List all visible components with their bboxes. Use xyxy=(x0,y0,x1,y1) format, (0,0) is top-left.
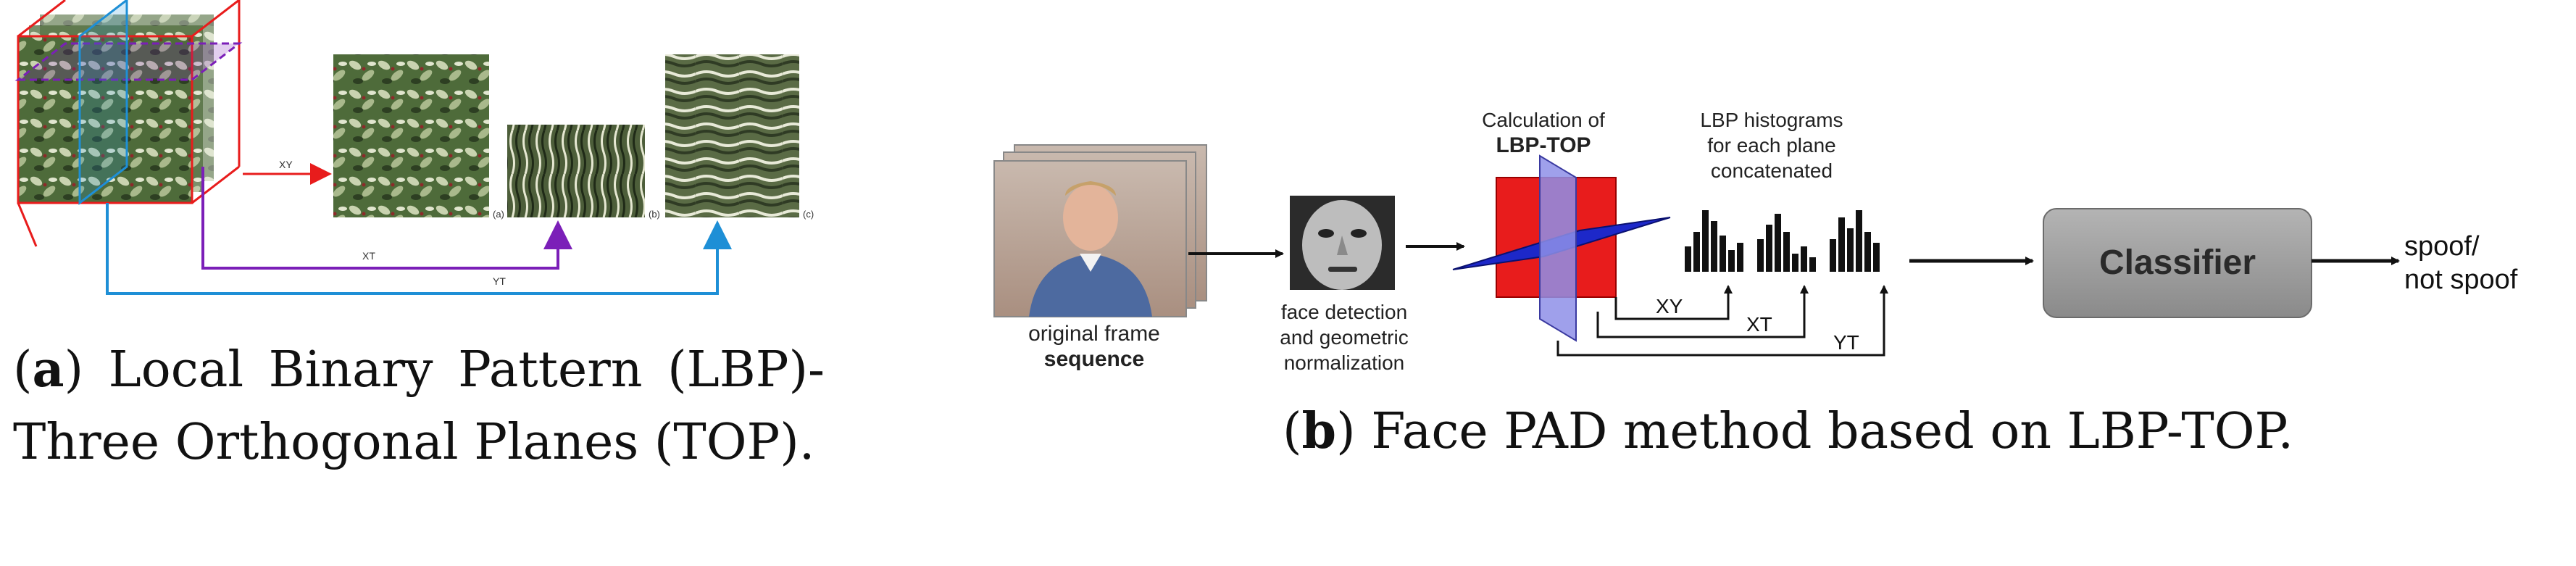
output-label-line-2: not spoof xyxy=(2404,265,2518,295)
classifier-box xyxy=(2043,208,2312,318)
caption-a: (a) Local Binary Pattern (LBP)-Three Ort… xyxy=(13,341,825,471)
shirt xyxy=(1029,254,1152,317)
panel-a-lbp-top: (a) (b) (c) XY XT YT (a) Local Binary Pa… xyxy=(0,0,855,566)
normalized-face xyxy=(1290,196,1395,290)
xt-plane-image xyxy=(507,125,645,217)
xt-arrow xyxy=(201,167,572,270)
hist-label-line-3: concatenated xyxy=(1711,159,1833,182)
yt-arrow-label: YT xyxy=(493,275,506,287)
caption-b-text: Face PAD method based on LBP-TOP. xyxy=(1371,403,2294,460)
video-volume-stack xyxy=(14,0,243,247)
original-frame-label-line-2: sequence xyxy=(1044,347,1144,371)
caption-b: (b) Face PAD method based on LBP-TOP. xyxy=(1283,402,2294,460)
panel-b-face-pad-pipeline: original frame sequence face detection a… xyxy=(942,0,2576,566)
calc-label-line-2: LBP-TOP xyxy=(1496,133,1591,157)
yt-connector-label: YT xyxy=(1833,331,1859,354)
pad-pipeline-diagram: original frame sequence face detection a… xyxy=(993,109,2518,374)
frame-label-a: (a) xyxy=(493,209,504,220)
xt-connector-label: XT xyxy=(1746,313,1772,336)
yt-plane-image xyxy=(665,54,799,217)
caption-a-text: Local Binary Pattern (LBP)-Three Orthogo… xyxy=(13,341,825,471)
xt-arrow-label: XT xyxy=(362,250,375,262)
yt-plane xyxy=(78,0,128,206)
face-in-frame xyxy=(1063,184,1118,251)
xy-plane-image xyxy=(333,54,489,217)
output-label-line-1: spoof/ xyxy=(2404,231,2480,262)
frame-label-b: (b) xyxy=(649,209,660,220)
xy-arrow-label: XY xyxy=(279,159,293,170)
xt-plane xyxy=(14,42,243,81)
hist-label-line-2: for each plane xyxy=(1707,134,1835,157)
original-frame-stack xyxy=(993,144,1207,317)
lbp-top-planes xyxy=(1452,154,1671,342)
calc-label-line-1: Calculation of xyxy=(1482,109,1605,131)
classifier-label: Classifier xyxy=(2099,244,2256,282)
face-label-line-1: face detection xyxy=(1281,301,1407,323)
hist-label-line-1: LBP histograms xyxy=(1700,109,1843,131)
xy-connector-label: XY xyxy=(1656,295,1683,317)
histogram-yt xyxy=(1830,210,1880,272)
histogram-xt xyxy=(1757,214,1816,272)
caption-b-letter: b xyxy=(1301,402,1337,460)
frame-label-c: (c) xyxy=(803,209,814,220)
volume-front-face xyxy=(17,35,193,204)
face-label-line-2: and geometric xyxy=(1280,326,1408,349)
original-frame-label-line-1: original frame xyxy=(1028,322,1160,346)
yt-connector xyxy=(1556,285,1888,357)
yt-plane-violet xyxy=(1539,154,1577,342)
xt-connector xyxy=(1596,285,1809,338)
lbp-top-illustration: (a) (b) (c) XY XT YT xyxy=(14,0,814,295)
caption-a-letter: a xyxy=(32,341,64,399)
yt-arrow xyxy=(106,203,732,295)
histogram-xy xyxy=(1685,210,1743,272)
face-label-line-3: normalization xyxy=(1284,351,1405,374)
xy-connector xyxy=(1614,285,1733,320)
